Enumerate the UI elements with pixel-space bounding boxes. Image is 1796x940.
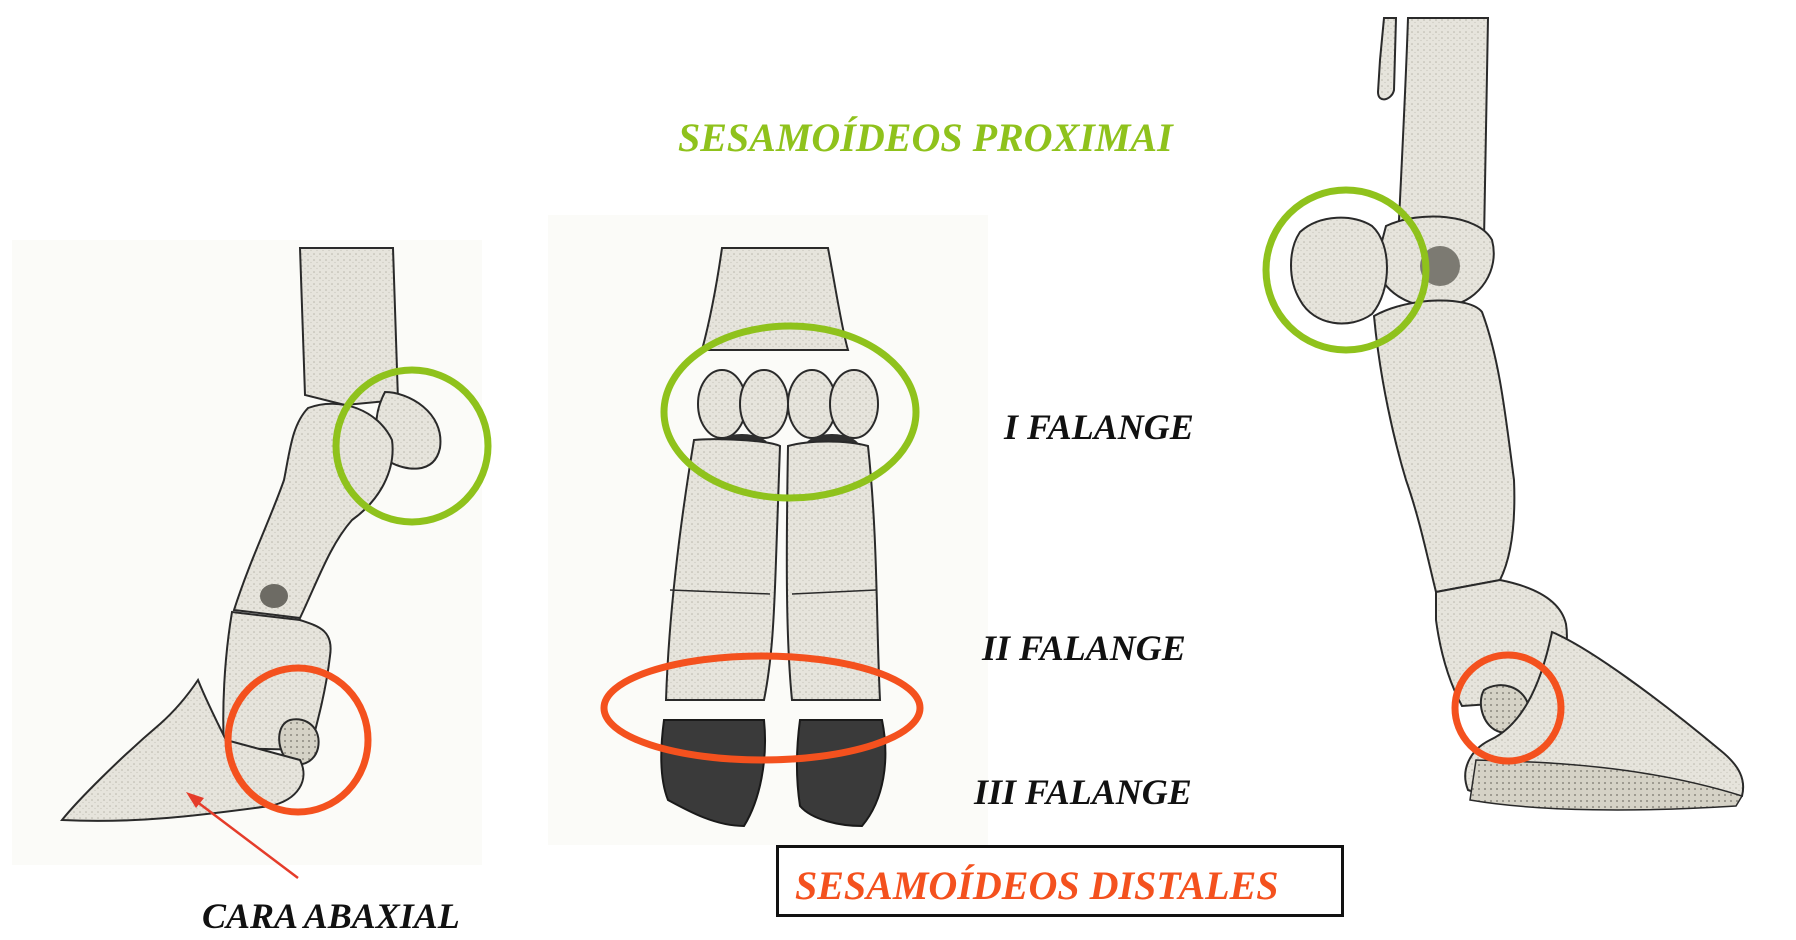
nutrient-foramen (260, 584, 288, 608)
metacarpal-bone (298, 247, 400, 407)
distal-highlight-circle (1451, 651, 1565, 765)
title-sesamoideos-distales: SESAMOÍDEOS DISTALES (795, 863, 1279, 908)
lateral-digit-phalanges (785, 440, 882, 701)
proximal-sesamoid-bone (1290, 216, 1388, 325)
distal-highlight-circle (224, 664, 372, 816)
condyle-fossa (1420, 246, 1460, 286)
cannon-bone (1396, 17, 1490, 241)
proximal-highlight-circle (332, 366, 492, 526)
cara-abaxial-arrow (191, 797, 299, 879)
solar-margin (1469, 759, 1744, 811)
label-tercera-falange: III FALANGE (974, 772, 1192, 812)
arrow-head (186, 792, 204, 808)
medial-hoof (660, 719, 767, 828)
equine-digit-lateral-view (1262, 17, 1745, 811)
long-pastern-bone (1372, 299, 1516, 594)
title-sesamoideos-proximales: SESAMOÍDEOS PROXIMAI (678, 115, 1173, 160)
proximal-sesamoid-row (697, 369, 879, 462)
metacarpal-bone (700, 247, 850, 351)
second-phalanx (222, 610, 332, 752)
bovine-digits-dorsal-view (548, 215, 988, 845)
proximal-highlight-ellipse (660, 322, 920, 502)
medial-digit-phalanges (664, 438, 782, 701)
proximal-highlight-circle (1262, 186, 1430, 354)
bovine-digit-lateral-view (12, 240, 492, 879)
splint-bone (1376, 17, 1398, 101)
label-segunda-falange: II FALANGE (982, 628, 1186, 668)
first-phalanx (232, 402, 394, 620)
label-cara-abaxial: CARA ABAXIAL (202, 896, 460, 936)
lateral-hoof (796, 719, 887, 828)
label-primera-falange: I FALANGE (1004, 407, 1194, 447)
distal-highlight-ellipse (600, 652, 924, 764)
distal-title-box (776, 845, 1344, 917)
